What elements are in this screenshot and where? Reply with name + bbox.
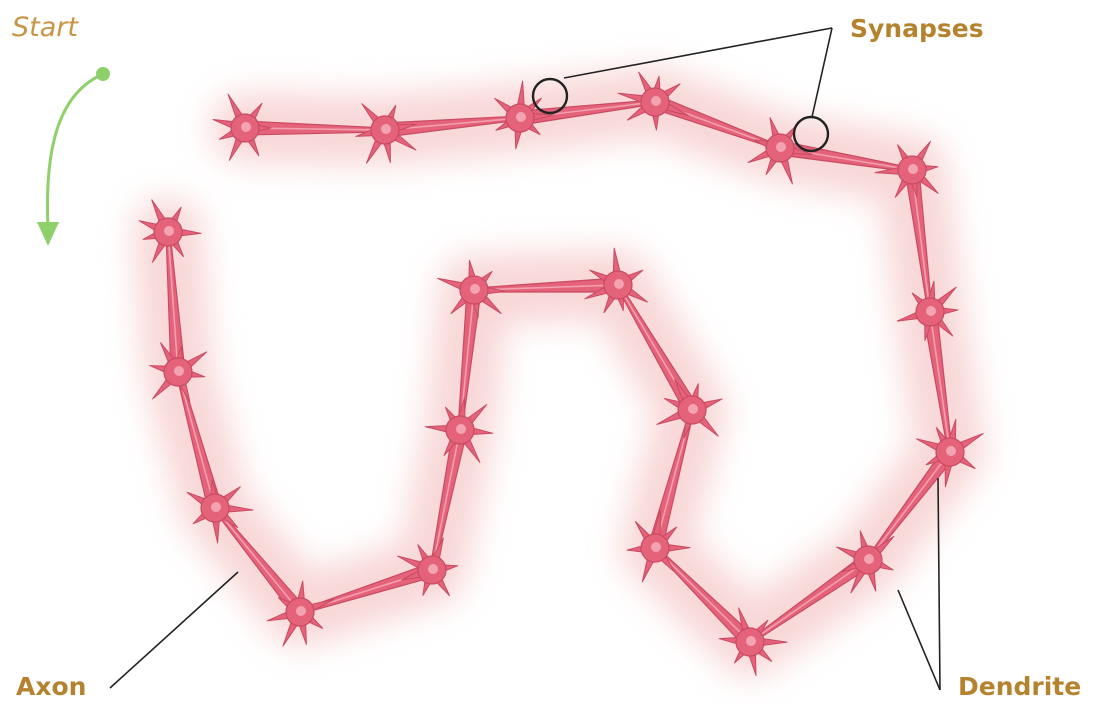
- axon-label: Axon: [16, 672, 86, 701]
- soma-nucleus: [470, 284, 480, 294]
- soma-nucleus: [688, 404, 698, 414]
- start-dot-icon: [96, 67, 110, 81]
- soma-nucleus: [651, 96, 661, 106]
- start-arrowhead-icon: [37, 222, 59, 246]
- soma-nucleus: [946, 446, 956, 456]
- dendrite-label: Dendrite: [958, 672, 1081, 701]
- soma-nucleus: [211, 502, 221, 512]
- glow-halo: [168, 102, 950, 642]
- soma-nucleus: [516, 112, 526, 122]
- start-arrow-icon: [47, 74, 103, 228]
- soma-nucleus: [746, 636, 756, 646]
- synapses-pointer-line: [812, 28, 832, 117]
- soma-nucleus: [174, 366, 184, 376]
- start-label: Start: [12, 12, 78, 43]
- synapses-pointer-line: [564, 28, 832, 78]
- soma-nucleus: [296, 606, 306, 616]
- soma-nucleus: [428, 564, 438, 574]
- soma-nucleus: [908, 164, 918, 174]
- soma-nucleus: [651, 542, 661, 552]
- synapses-label: Synapses: [850, 14, 984, 43]
- soma-nucleus: [614, 279, 624, 289]
- soma-nucleus: [926, 306, 936, 316]
- dendrite-pointer-line: [898, 590, 940, 690]
- soma-nucleus: [456, 424, 466, 434]
- soma-nucleus: [381, 124, 391, 134]
- soma-nucleus: [864, 554, 874, 564]
- axon-pointer-line: [110, 572, 238, 688]
- soma-nucleus: [241, 122, 251, 132]
- soma-nucleus: [164, 226, 174, 236]
- glow-path: [168, 102, 950, 642]
- soma-nucleus: [776, 142, 786, 152]
